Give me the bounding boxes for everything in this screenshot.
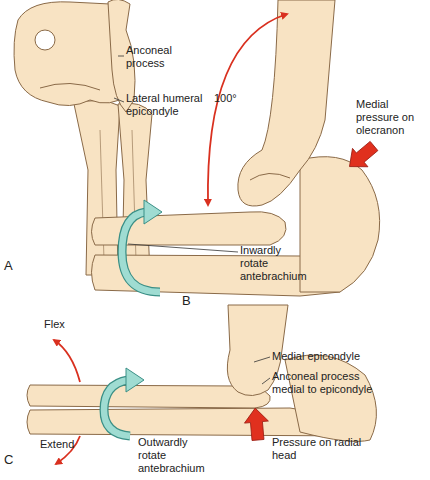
pressure-arrow bbox=[342, 137, 382, 176]
olecranon bbox=[300, 157, 380, 292]
part-label: Lateral humeral epicondyle bbox=[126, 92, 216, 118]
leader-line bbox=[254, 357, 270, 384]
instruction-label: Inwardly rotate antebrachium bbox=[240, 244, 312, 283]
instruction-label: Outwardly rotate antebrachium bbox=[138, 436, 216, 475]
olecranon bbox=[285, 355, 376, 441]
pressure-arrow bbox=[243, 407, 270, 441]
part-label: Anconeal process medial to epicondyle bbox=[272, 370, 382, 396]
bone-contour bbox=[250, 173, 290, 180]
part-label: Anconeal process bbox=[126, 44, 186, 70]
panel-b-bones bbox=[92, 0, 380, 296]
panel-letter: A bbox=[4, 258, 24, 273]
motion-label: Flex bbox=[44, 318, 84, 331]
leader-line bbox=[128, 244, 238, 252]
supratrochlear-foramen bbox=[35, 30, 55, 50]
rotation-arrow-head bbox=[144, 200, 162, 224]
leader-line bbox=[114, 56, 124, 102]
panel-letter: C bbox=[4, 452, 24, 467]
part-label: Medial pressure on olecranon bbox=[356, 98, 426, 137]
rotation-arrow bbox=[122, 212, 160, 292]
flex-arrow bbox=[54, 340, 80, 382]
radius-bone bbox=[74, 100, 120, 275]
part-label: Medial epicondyle bbox=[272, 350, 382, 363]
motion-label: Extend bbox=[40, 438, 90, 451]
part-label: Pressure on radial head bbox=[272, 436, 372, 462]
rotation-arrow-outline bbox=[122, 212, 160, 292]
bone-contour bbox=[40, 83, 100, 90]
angle-label: 100° bbox=[214, 92, 254, 105]
panel-letter: B bbox=[182, 293, 202, 308]
humerus-bone bbox=[238, 0, 335, 206]
rotation-arrow-head bbox=[126, 368, 144, 392]
angle-arc bbox=[208, 14, 287, 205]
